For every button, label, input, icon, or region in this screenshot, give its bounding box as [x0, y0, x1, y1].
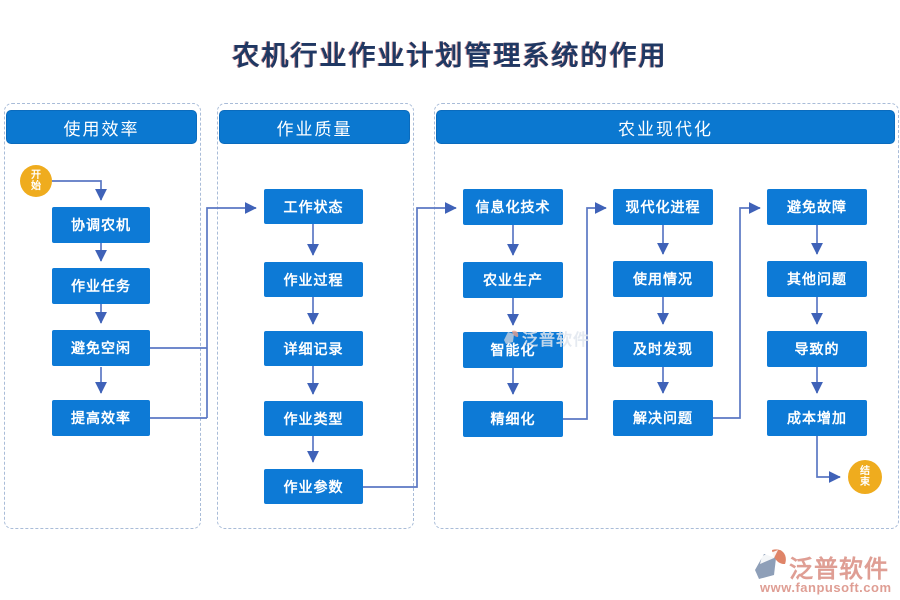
- section-usage-efficiency: [4, 103, 201, 529]
- flow-node-work-status: 工作状态: [264, 189, 363, 224]
- section-header-usage-efficiency: 使用效率: [6, 110, 197, 144]
- flow-node-coordinate-machinery: 协调农机: [52, 207, 150, 243]
- end-terminator: 结束: [848, 460, 882, 494]
- flow-node-avoid-idle: 避免空闲: [52, 330, 150, 366]
- flow-node-information-technology: 信息化技术: [463, 189, 563, 225]
- flow-node-operation-type: 作业类型: [264, 401, 363, 436]
- flow-node-timely-discovery: 及时发现: [613, 331, 713, 367]
- end-label: 结束: [860, 466, 870, 488]
- page-title: 农机行业作业计划管理系统的作用: [232, 41, 668, 71]
- flow-node-refinement: 精细化: [463, 401, 563, 437]
- flow-node-cost-increase: 成本增加: [767, 400, 867, 436]
- footer-brand-name: 泛普软件: [789, 556, 889, 583]
- section-operation-quality: [217, 103, 414, 529]
- flow-node-improve-efficiency: 提高效率: [52, 400, 150, 436]
- fanpu-logo-icon: [755, 549, 786, 579]
- flow-node-detailed-records: 详细记录: [264, 331, 363, 366]
- flow-node-operation-parameters: 作业参数: [264, 469, 363, 504]
- flow-node-operation-process: 作业过程: [264, 262, 363, 297]
- section-header-agricultural-modernization: 农业现代化: [436, 110, 895, 144]
- flow-node-avoid-failures: 避免故障: [767, 189, 867, 225]
- flow-node-resulting: 导致的: [767, 331, 867, 367]
- section-header-operation-quality: 作业质量: [219, 110, 410, 144]
- start-label: 开始: [31, 170, 41, 192]
- flow-node-agricultural-production: 农业生产: [463, 262, 563, 298]
- flow-node-usage-situation: 使用情况: [613, 261, 713, 297]
- section-agricultural-modernization: [434, 103, 899, 529]
- flow-node-intelligence: 智能化: [463, 332, 563, 368]
- start-terminator: 开始: [20, 165, 52, 197]
- flow-node-solve-problems: 解决问题: [613, 400, 713, 436]
- flow-node-modernization-process: 现代化进程: [613, 189, 713, 225]
- flow-node-operation-tasks: 作业任务: [52, 268, 150, 304]
- footer-url: www.fanpusoft.com: [760, 580, 892, 595]
- flow-node-other-problems: 其他问题: [767, 261, 867, 297]
